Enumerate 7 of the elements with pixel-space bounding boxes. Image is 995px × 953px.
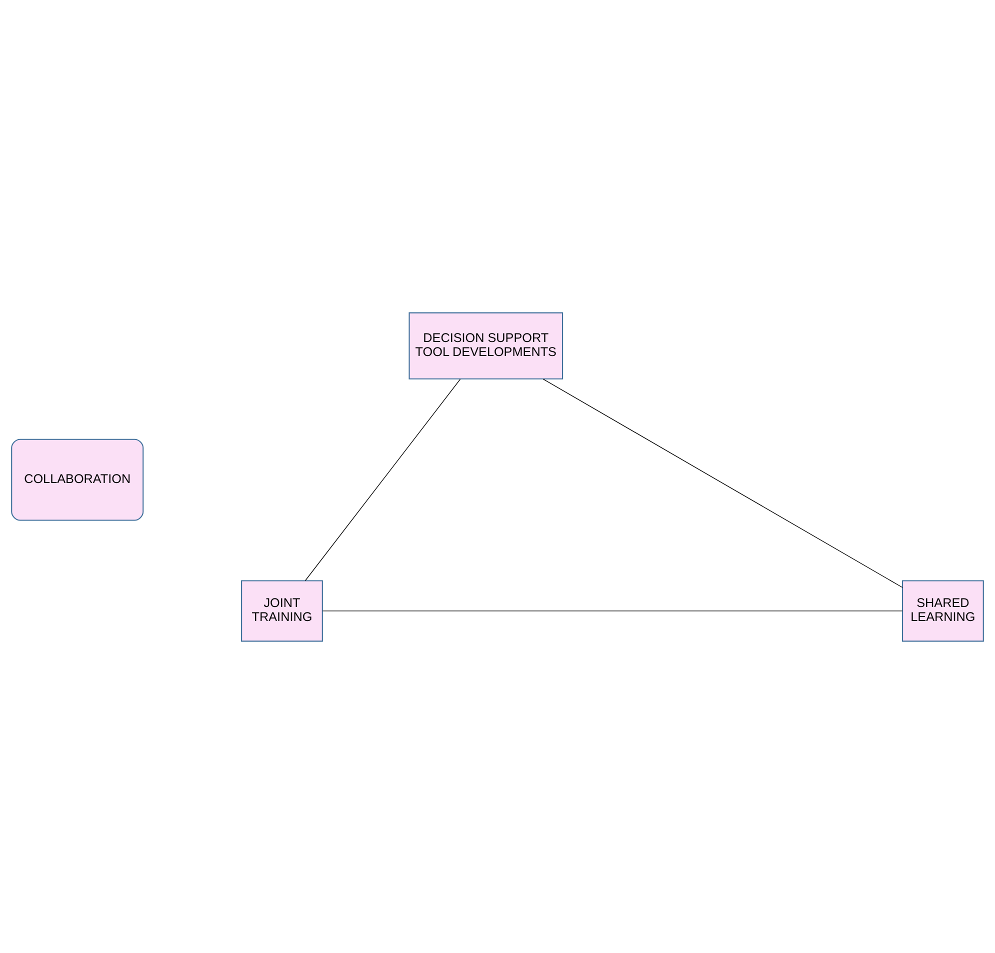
connector xyxy=(542,378,903,588)
node-box: JOINT TRAINING xyxy=(241,580,323,642)
node-box: SHARED LEARNING xyxy=(902,580,984,642)
node-box: COLLABORATION xyxy=(11,438,144,520)
connector xyxy=(322,610,903,611)
node-box: DECISION SUPPORT TOOL DEVELOPMENTS xyxy=(408,312,564,379)
connector xyxy=(304,378,461,580)
